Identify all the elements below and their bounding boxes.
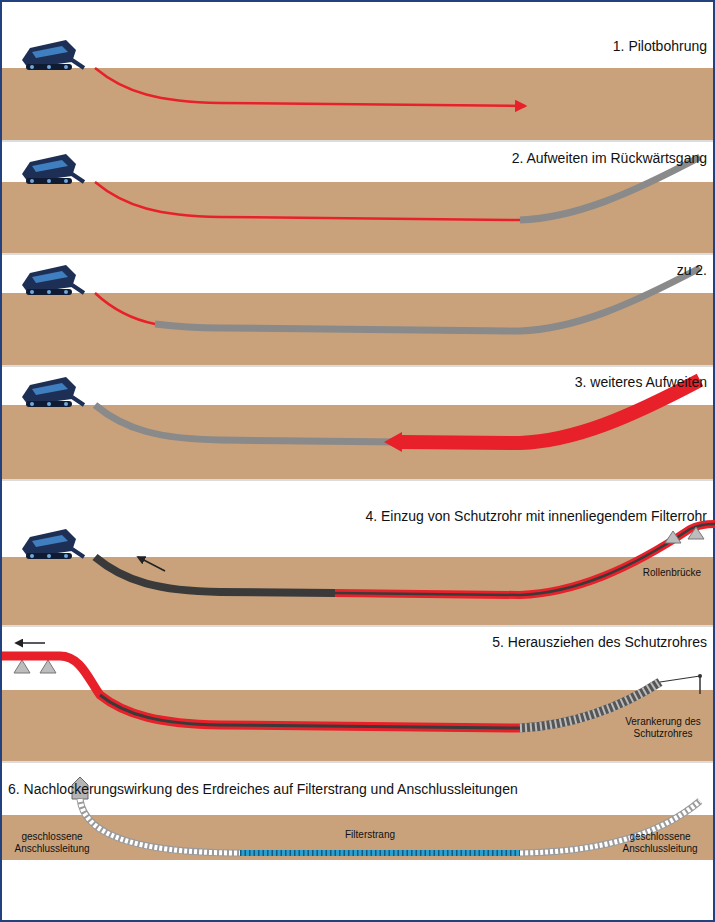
part-label: Verankerung des Schutzrohres	[615, 716, 711, 739]
part-label: Filterstrang	[330, 829, 410, 841]
step-heading: 4. Einzug von Schutzrohr mit innenliegen…	[365, 508, 707, 524]
step-heading: 5. Herausziehen des Schutzrohres	[492, 634, 707, 650]
step-heading: 2. Aufweiten im Rückwärtsgang	[512, 150, 707, 166]
step-heading: 1. Pilotbohrung	[613, 38, 707, 54]
part-label: Rollenbrücke	[636, 567, 708, 579]
step-heading: 6. Nachlockerungswirkung des Erdreiches …	[8, 781, 518, 797]
step-heading: zu 2.	[677, 262, 707, 278]
part-label: geschlossene Anschlussleitung	[612, 831, 708, 854]
step-heading: 3. weiteres Aufweiten	[575, 374, 707, 390]
part-label: geschlossene Anschlussleitung	[6, 831, 98, 854]
